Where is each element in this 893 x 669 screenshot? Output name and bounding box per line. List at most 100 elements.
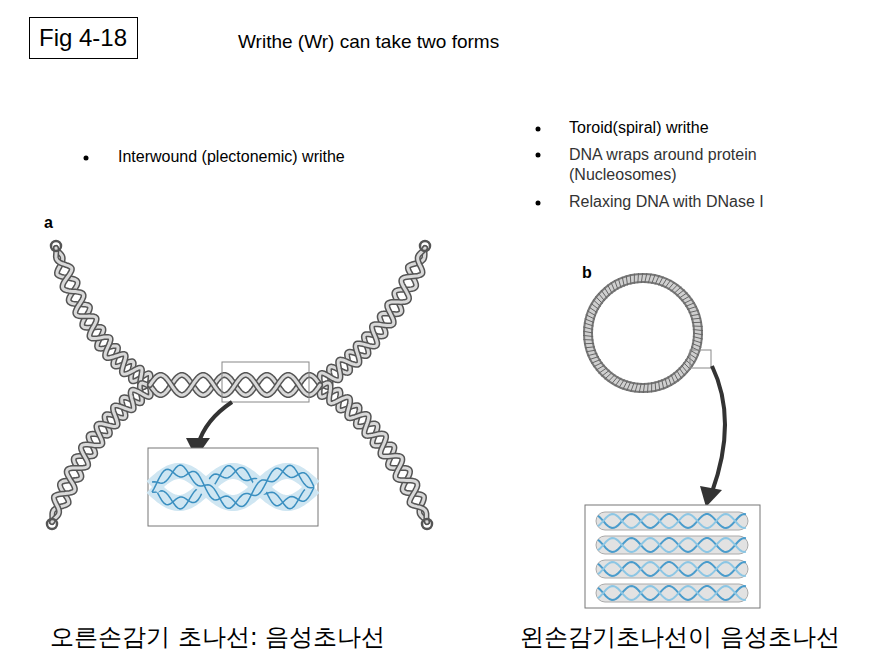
toroid-helix [596,512,748,602]
coil-turn [627,382,631,391]
coil-turn [630,274,632,284]
inset-box [585,505,760,608]
coil-turn [587,311,596,316]
coil-turn [693,330,703,331]
bullet [84,156,89,161]
coil-turn [648,274,651,284]
panel-letter: b [582,264,592,282]
coil-turn [647,383,649,393]
coil-turn [659,381,660,391]
bullet-text: Relaxing DNA with DNase I [569,193,764,211]
figure-label-box: Fig 4-18 [29,17,138,59]
coil-turn [593,362,602,366]
coil-turn [583,327,593,330]
bullet [536,201,541,206]
coil-turn [693,333,703,335]
coil-turn [608,285,613,294]
protein-core [596,512,748,530]
coil-turn [693,340,703,343]
dna-loop [422,519,432,529]
coil-turn [681,296,690,301]
coil-turn [622,277,624,287]
dna-strand [320,248,425,387]
coil-turn [692,343,701,347]
dna-strand-outline [320,248,425,387]
coil-turn [619,379,624,388]
dna-strand-outline [150,375,320,395]
dna-strand [150,375,320,395]
dna-strand-outline [56,248,150,388]
coil-turn [637,273,639,283]
coil-turn [665,378,668,388]
helix-strand [152,466,314,509]
coil-turn [615,280,618,290]
coil-turn [618,278,621,288]
dna-strand [56,248,150,388]
dna-strand [52,387,151,522]
dna-loop [51,241,61,251]
coil-turn [639,383,641,393]
bullet [536,127,541,132]
coil-turn [679,293,687,299]
helix-strand [598,562,746,576]
protein-core [596,560,748,578]
dna-loop [47,519,57,529]
coil-turn [662,278,667,287]
coil-turn [651,382,652,392]
arrow-head [700,486,722,507]
coil-turn [691,347,700,352]
coil-turn [586,350,596,352]
coil-turn [591,360,600,364]
coil-turn [689,310,699,312]
coil-turn [583,331,593,333]
coil-turn [634,274,635,284]
coil-turn [584,343,594,344]
dna-strand-outline [150,375,320,395]
coil-turn [585,347,595,348]
helix-strand [598,538,746,552]
coil-turn [671,375,675,384]
coil-turn [588,353,598,355]
bullet-text: Interwound (plectonemic) writhe [118,148,345,166]
helix-strand [598,586,746,600]
coil-turn [631,382,635,392]
helix-strand [598,538,746,552]
helix-strand [152,467,314,508]
plectonemic-dna [47,241,432,529]
coil-turn [690,350,699,355]
coil-turn [585,319,594,323]
dna-strand [320,248,425,383]
coil-turn [655,382,657,392]
dna-strand-outline [320,248,425,383]
coil-turn [583,339,593,340]
caption-korean: 왼손감기초나선이 음성초나선 [520,621,840,653]
coil-turn [659,277,664,286]
helix-strand [152,465,314,506]
coil-turn [604,287,609,296]
coil-turn [652,274,656,284]
coil-turn [692,322,702,323]
bullet-text: DNA wraps around protein (Nucleosomes) [569,145,809,185]
figure-label: Fig 4-18 [39,24,128,52]
helix-strand [598,514,746,528]
coil-turn [611,282,615,291]
coil-turn [583,335,593,336]
coil-turn [655,275,659,284]
protein-core [596,584,748,602]
helix-strand [598,562,746,576]
toroid-dna [583,273,703,393]
coil-turn [641,273,642,283]
toroid-ring [588,278,698,388]
dna-strand [150,375,320,395]
coil-turn [685,303,694,307]
coil-turn [599,368,607,374]
coil-turn [635,383,638,393]
helix-strand [152,465,314,508]
panel-letter: a [44,214,53,232]
coil-turn [677,370,682,379]
inset-box [148,448,318,526]
coil-turn [687,306,697,309]
caption-korean: 오른손감기 초나선: 음성초나선 [50,621,385,653]
coil-turn [690,314,700,316]
dna-strand-outline [320,383,427,522]
